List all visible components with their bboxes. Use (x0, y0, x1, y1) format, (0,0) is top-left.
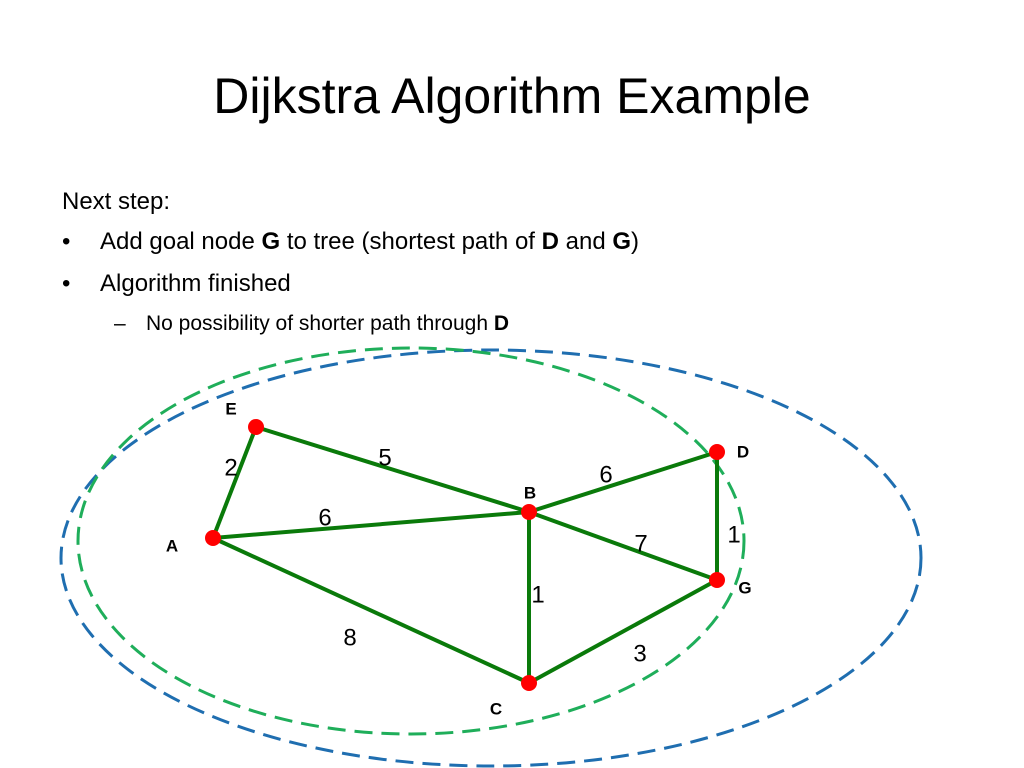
graph-edge-labels: 2 5 6 8 6 7 1 1 3 (224, 444, 740, 667)
node-a (205, 530, 221, 546)
edge-weight-c-g: 3 (633, 640, 646, 667)
sub-bullet-marker: – (114, 312, 126, 335)
edge-e-a (211, 426, 258, 539)
node-e (248, 419, 264, 435)
emphasized-node-name: G (261, 228, 281, 255)
text-run: to tree (shortest path of (280, 228, 542, 255)
bullet-marker: • (62, 228, 71, 255)
intro-text: Next step: (62, 188, 171, 215)
node-label-g: G (738, 578, 751, 597)
edge-weight-a-c: 8 (343, 624, 356, 651)
node-d (709, 444, 725, 460)
emphasized-node-name: G (612, 228, 632, 255)
edge-weight-e-b: 5 (378, 444, 391, 471)
graph-node-labels: E D B A G C (166, 399, 752, 718)
emphasized-node-name: D (493, 312, 510, 335)
sub-bullet-item: –No possibility of shorter path through … (114, 308, 509, 340)
node-label-e: E (225, 399, 236, 418)
node-c (521, 675, 537, 691)
edge-e-b (255, 425, 530, 514)
edge-b-g (528, 510, 718, 582)
inner-boundary-ellipse (76, 346, 746, 736)
graph-nodes (205, 419, 725, 691)
edge-c-g (528, 578, 718, 685)
text-run: and (558, 228, 613, 255)
emphasized-node-name: D (541, 228, 559, 255)
edge-weight-b-d: 6 (599, 461, 612, 488)
bullet-item-2: • Algorithm finished (62, 268, 291, 300)
edge-weight-d-g: 1 (727, 521, 740, 548)
edge-weight-b-c: 1 (531, 581, 544, 608)
text-run: Add goal node (100, 228, 262, 255)
bullet-item-1: • Add goal node G to tree (shortest path … (62, 226, 639, 258)
text-run: No possibility of shorter path through (146, 312, 494, 335)
edge-weight-a-b: 6 (318, 504, 331, 531)
node-label-a: A (166, 536, 178, 555)
edge-a-c (212, 536, 530, 685)
node-label-b: B (524, 483, 536, 502)
slide-title: Dijkstra Algorithm Example (213, 68, 811, 124)
edge-a-b (212, 510, 530, 540)
node-label-c: C (490, 699, 502, 718)
bullet-text: Algorithm finished (100, 270, 291, 297)
graph-edges (211, 425, 719, 685)
text-run: Algorithm finished (100, 270, 291, 297)
sub-bullet-text: No possibility of shorter path through D (146, 312, 509, 335)
outer-boundary-ellipse (59, 348, 923, 768)
bullet-text: Add goal node G to tree (shortest path o… (100, 228, 639, 255)
text-run: ) (631, 228, 640, 255)
edge-weight-b-g: 7 (634, 530, 647, 557)
bullet-marker: • (62, 270, 71, 297)
node-g (709, 572, 725, 588)
edge-b-d (528, 450, 718, 514)
node-label-d: D (737, 442, 749, 461)
edge-weight-e-a: 2 (224, 454, 237, 481)
node-b (521, 504, 537, 520)
